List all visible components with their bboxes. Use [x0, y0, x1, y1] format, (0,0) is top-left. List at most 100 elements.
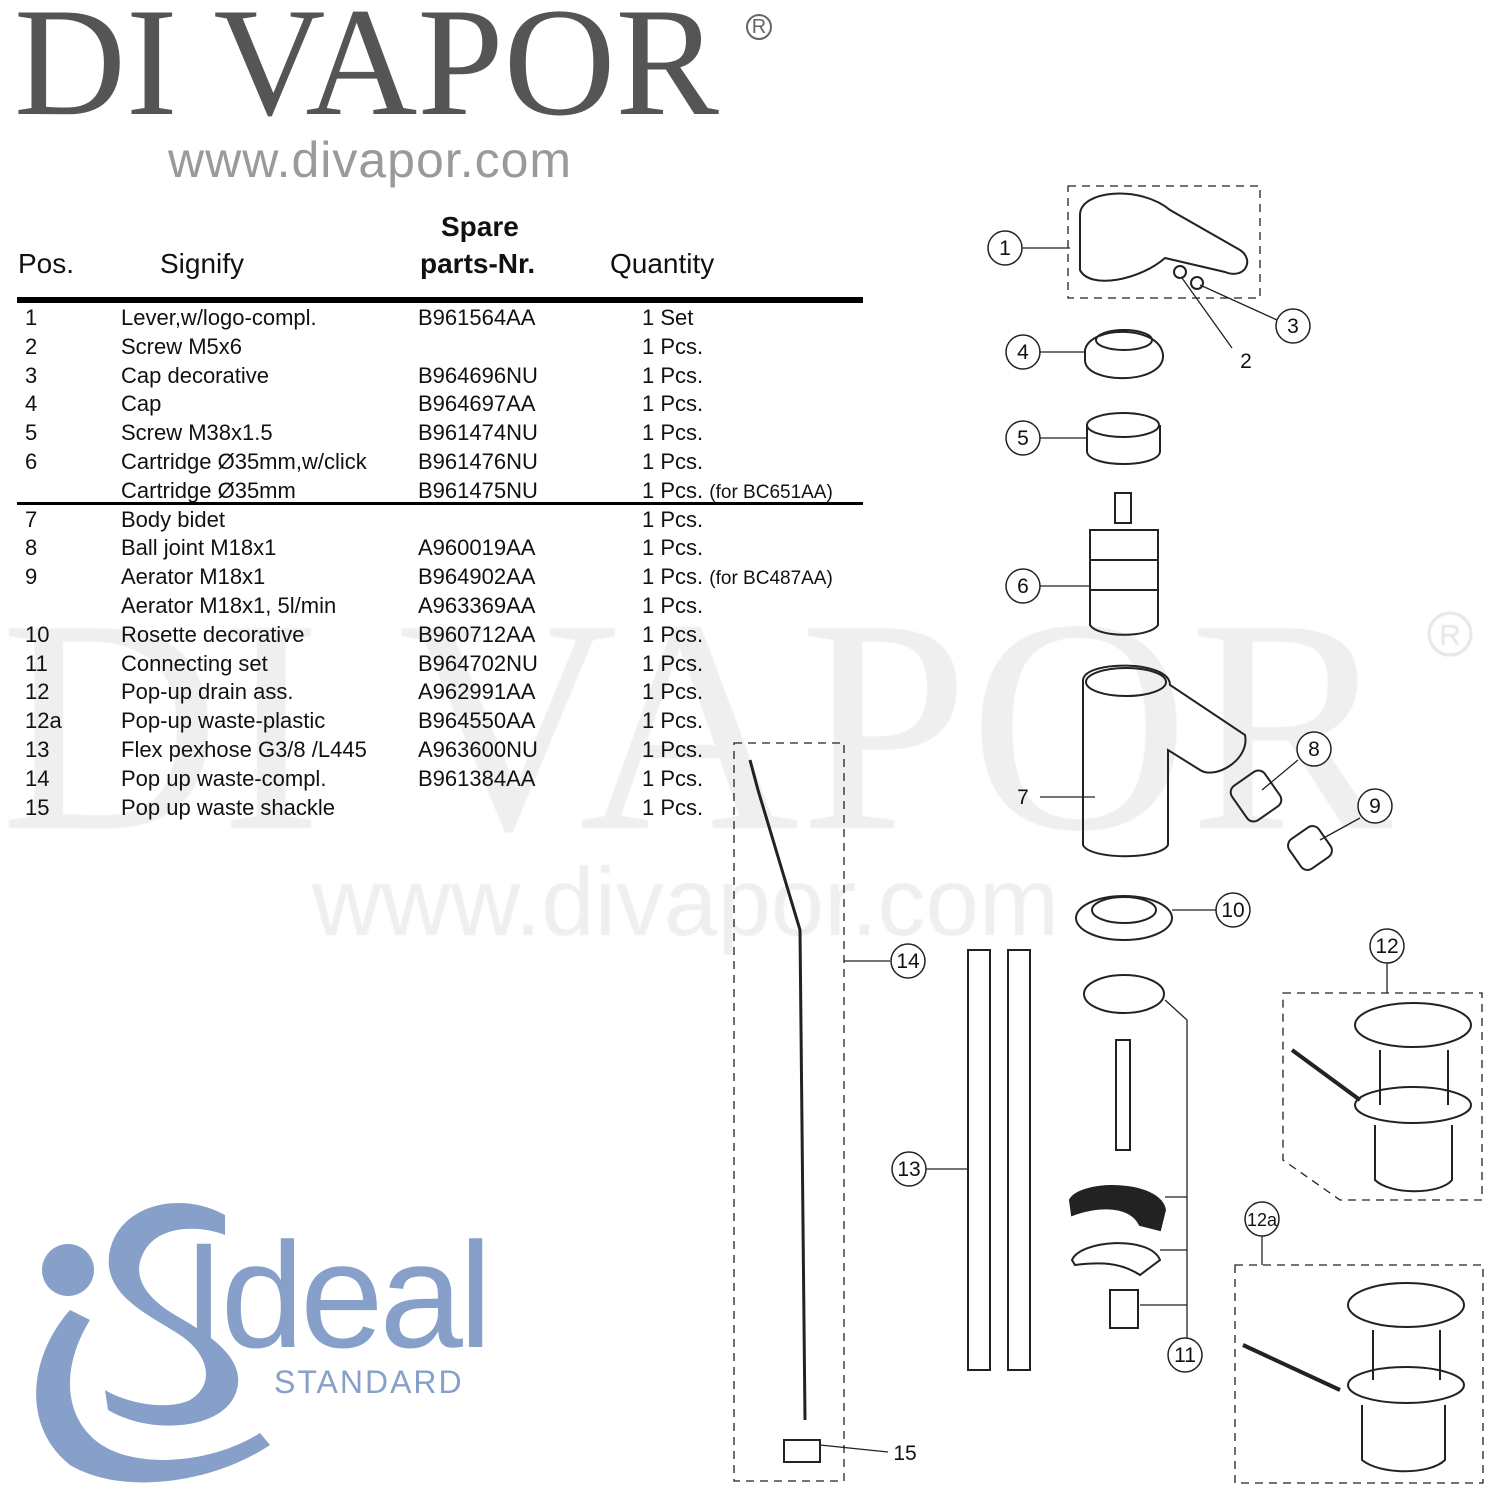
signify-cell: Connecting set — [121, 650, 268, 676]
callout-label: 3 — [1287, 315, 1299, 338]
pos-cell: 12 — [25, 679, 50, 705]
callout-label: 4 — [1017, 341, 1029, 364]
callout-circle — [1215, 892, 1251, 928]
quantity-cell: 1 Pcs. — [642, 708, 704, 734]
quantity-cell-group: 1 Pcs. — [642, 362, 703, 390]
signify-cell: Ball joint M18x1 — [121, 535, 277, 561]
part-number-cell: B964702NU — [418, 650, 538, 676]
part-number-cell: A960019AA — [418, 535, 536, 561]
part-number-cell: B961475NU — [418, 477, 538, 503]
quantity-cell-group: 1 Pcs. (for BC487AA) — [642, 563, 833, 593]
pos-cell: 4 — [25, 391, 38, 417]
pop-up-drain-box — [1282, 992, 1483, 1201]
col-header-part-line2: parts-Nr. — [420, 248, 536, 279]
lever-assembly-box — [1067, 185, 1261, 299]
callout-label: 13 — [897, 1158, 920, 1181]
callout-12a: 12a — [1244, 1201, 1280, 1237]
signify-cell: Screw M5x6 — [121, 333, 243, 359]
bracket-part — [1068, 1185, 1167, 1232]
quantity-cell: 1 Pcs. — [642, 333, 704, 359]
callout-label: 5 — [1017, 427, 1029, 450]
col-header-quantity: Quantity — [610, 248, 715, 279]
quantity-cell: 1 Pcs. — [642, 391, 704, 417]
pos-cell: 6 — [25, 449, 38, 474]
quantity-cell-group: 1 Pcs. — [642, 419, 703, 447]
gasket-part — [1083, 974, 1165, 1014]
pos-cell: 7 — [25, 506, 38, 532]
signify-cell: Pop-up waste-plastic — [121, 708, 326, 734]
part-number-cell: B960712AA — [418, 621, 536, 647]
signify-cell: Aerator M18x1, 5l/min — [121, 593, 337, 618]
quantity-cell-group: 1 Pcs. — [642, 650, 703, 678]
cap-part — [1084, 330, 1165, 380]
callout-circle — [1005, 334, 1041, 370]
callout-circle — [1357, 788, 1393, 824]
callout-label: 9 — [1369, 795, 1381, 818]
callout-label: 12a — [1247, 1210, 1278, 1230]
quantity-cell: 1 Pcs. — [642, 650, 704, 676]
aerator-part — [1287, 825, 1333, 871]
col-header-signify: Signify — [160, 248, 245, 279]
quantity-cell: 1 Pcs. — [642, 621, 704, 647]
quantity-cell-group: 1 Pcs. — [642, 621, 703, 649]
quantity-cell: 1 Pcs. — [642, 564, 704, 590]
part-number-cell: B961564AA — [418, 305, 536, 330]
callout-12: 12 — [1369, 928, 1405, 964]
logo-dot — [42, 1244, 94, 1296]
quantity-cell: 1 Pcs. — [642, 477, 704, 503]
callout-circle — [1005, 568, 1041, 604]
callout-3: 3 — [1275, 308, 1311, 344]
callout-4: 4 — [1005, 334, 1041, 370]
callout-5: 5 — [1005, 420, 1041, 456]
flex-hose-part — [967, 949, 991, 1371]
signify-cell: Cartridge Ø35mm,w/click — [121, 449, 367, 474]
shackle-part — [783, 1439, 821, 1463]
quantity-cell-group: 1 Pcs. — [642, 736, 703, 764]
logo-swirl-s — [105, 1202, 239, 1426]
quantity-cell: 1 Pcs. — [642, 679, 704, 705]
table-row: Aerator M18x1, 5l/min A963369AA 1 Pcs. — [0, 592, 870, 620]
quantity-cell-group: 1 Pcs. — [642, 678, 703, 706]
callout-label: 14 — [896, 950, 920, 973]
quantity-cell: 1 Pcs. — [642, 765, 704, 791]
callout-label: 10 — [1221, 899, 1244, 922]
signify-cell: Rosette decorative — [121, 621, 305, 647]
quantity-cell: 1 Pcs. — [642, 506, 704, 532]
bidet-body-part — [1082, 664, 1247, 858]
quantity-cell: 1 Pcs. — [642, 593, 704, 618]
pop-up-rod-part — [748, 759, 807, 1421]
quantity-note: (for BC651AA) — [709, 481, 833, 503]
callout-label: 6 — [1017, 575, 1029, 598]
screw-m38-part — [1086, 412, 1160, 438]
quantity-cell-group: 1 Pcs. — [642, 707, 703, 735]
nut-part — [1109, 1289, 1139, 1329]
quantity-cell: 1 Pcs. — [642, 794, 704, 820]
quantity-cell-group: 1 Pcs. — [642, 506, 703, 534]
header-divider — [17, 297, 863, 303]
callout-circle — [1369, 928, 1405, 964]
quantity-cell-group: 1 Pcs. (for BC651AA) — [642, 477, 833, 507]
pos-cell: 2 — [25, 333, 38, 359]
website-link[interactable]: www.divapor.com — [168, 132, 573, 188]
ideal-standard-swirl-logo — [36, 1202, 270, 1483]
part-number-cell: B961384AA — [418, 765, 536, 791]
quantity-cell: 1 Pcs. — [642, 362, 704, 388]
quantity-cell-group: 1 Pcs. — [642, 390, 703, 418]
part-number-cell: A962991AA — [418, 679, 536, 705]
pos-cell: 8 — [25, 535, 38, 561]
pos-cell: 12a — [25, 708, 62, 734]
callout-label: 15 — [893, 1442, 916, 1465]
callout-circle — [1005, 420, 1041, 456]
part-number-cell: A963369AA — [418, 593, 536, 618]
pop-up-waste-plastic-box — [1234, 1264, 1484, 1484]
